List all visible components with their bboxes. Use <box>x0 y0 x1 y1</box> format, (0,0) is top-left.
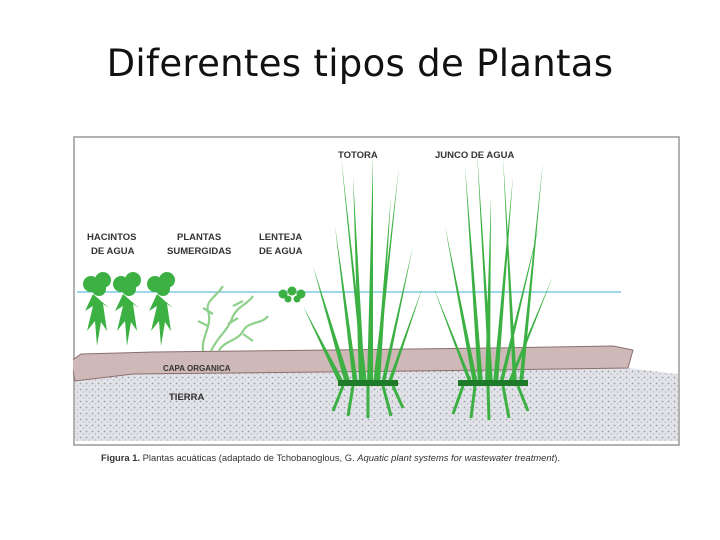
aquatic-plants-diagram: TOTORA JUNCO DE AGUA HACINTOS DE AGUA PL… <box>73 136 680 446</box>
label-junco: JUNCO DE AGUA <box>435 150 514 161</box>
label-hacintos-2: DE AGUA <box>91 246 135 257</box>
label-lenteja-2: DE AGUA <box>259 246 303 257</box>
label-totora: TOTORA <box>338 150 378 161</box>
label-hacintos-1: HACINTOS <box>87 232 136 243</box>
junco-reeds <box>433 151 553 421</box>
caption-suffix: ). <box>554 452 560 463</box>
duckweed <box>278 286 306 303</box>
slide-title: Diferentes tipos de Plantas <box>106 42 614 85</box>
label-tierra: TIERRA <box>169 392 205 403</box>
submerged-plants <box>197 285 269 352</box>
caption-prefix: Figura 1. <box>101 452 141 463</box>
label-capa-organica: CAPA ORGANICA <box>163 364 231 373</box>
figure-caption: Figura 1. Plantas acuáticas (adaptado de… <box>101 452 661 463</box>
totora-reeds <box>303 156 423 418</box>
soil-layer <box>75 368 678 441</box>
label-lenteja-1: LENTEJA <box>259 232 302 243</box>
caption-text: Plantas acuáticas (adaptado de Tchobanog… <box>140 452 358 463</box>
label-sumergidas-2: SUMERGIDAS <box>167 246 231 257</box>
label-sumergidas-1: PLANTAS <box>177 232 221 243</box>
water-hyacinths <box>83 272 175 346</box>
caption-italic: Aquatic plant systems for wastewater tre… <box>357 452 555 463</box>
